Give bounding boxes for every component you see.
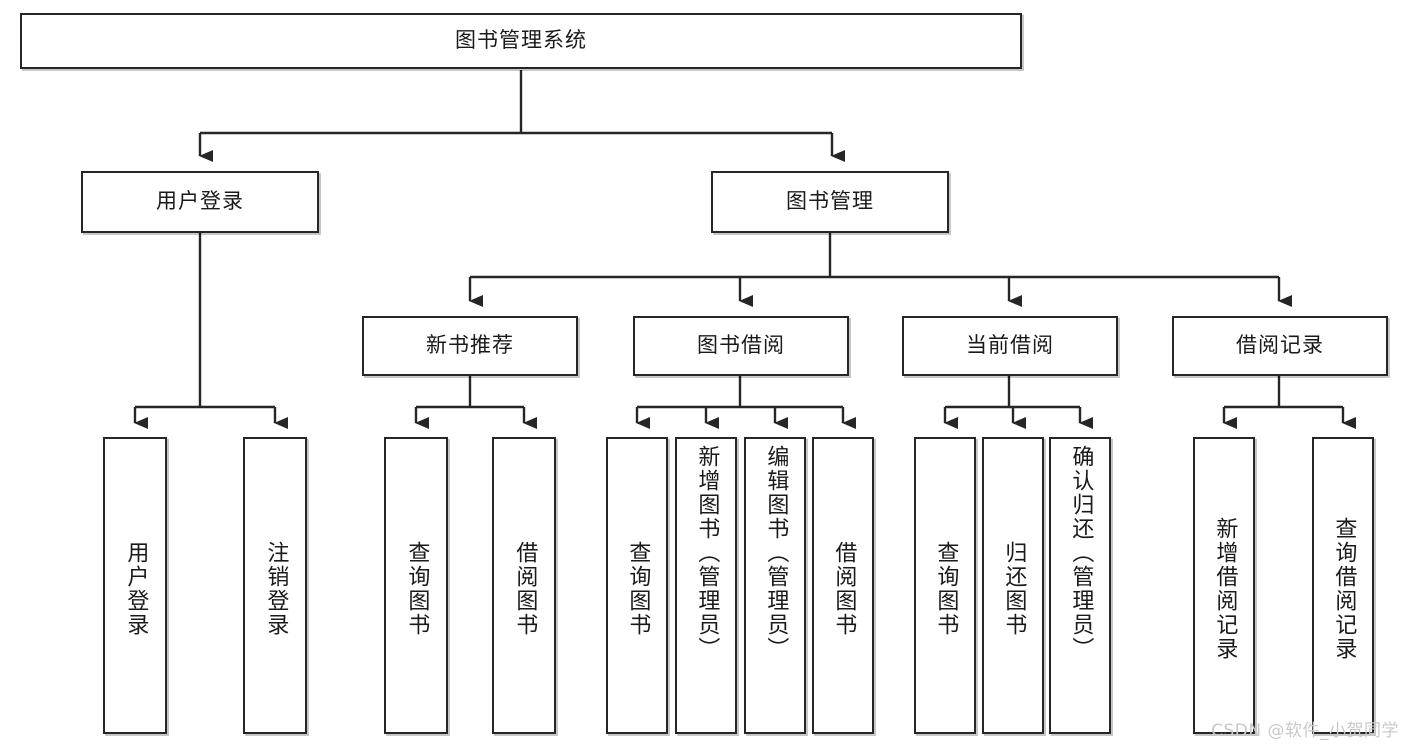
node-leaf-add-book[interactable]: 新增图书（管理员） (675, 437, 737, 734)
node-current-borrow[interactable]: 当前借阅 (902, 316, 1118, 376)
node-leaf-query-book-3-label: 查询图书 (933, 540, 959, 637)
node-leaf-query-record[interactable]: 查询借阅记录 (1312, 437, 1374, 734)
node-leaf-query-record-label: 查询借阅记录 (1331, 516, 1357, 661)
node-leaf-query-book-2[interactable]: 查询图书 (606, 437, 668, 734)
node-user-login[interactable]: 用户登录 (81, 171, 319, 233)
node-borrow-record-label: 借阅记录 (1236, 333, 1324, 358)
node-leaf-query-book-3[interactable]: 查询图书 (914, 437, 976, 734)
node-leaf-query-book-1[interactable]: 查询图书 (384, 437, 448, 734)
node-borrow-record[interactable]: 借阅记录 (1172, 316, 1388, 376)
node-book-borrow-label: 图书借阅 (697, 333, 785, 358)
watermark: CSDN @软件_小贺同学 (1211, 721, 1399, 741)
node-book-manage-label: 图书管理 (786, 189, 874, 214)
node-leaf-borrow-book-1-label: 借阅图书 (512, 540, 538, 637)
node-leaf-user-login[interactable]: 用户登录 (103, 437, 167, 734)
node-leaf-edit-book[interactable]: 编辑图书（管理员） (744, 437, 806, 734)
node-leaf-add-book-label: 新增图书（管理员） (694, 445, 720, 661)
node-book-borrow[interactable]: 图书借阅 (633, 316, 849, 376)
node-leaf-user-login-label: 用户登录 (123, 540, 149, 637)
node-root[interactable]: 图书管理系统 (20, 13, 1022, 69)
node-user-login-label: 用户登录 (156, 189, 244, 214)
node-leaf-logout[interactable]: 注销登录 (243, 437, 307, 734)
node-leaf-borrow-book-1[interactable]: 借阅图书 (492, 437, 556, 734)
node-current-borrow-label: 当前借阅 (966, 333, 1054, 358)
node-leaf-return-book-label: 归还图书 (1001, 540, 1027, 637)
node-leaf-borrow-book-2[interactable]: 借阅图书 (812, 437, 874, 734)
node-leaf-edit-book-label: 编辑图书（管理员） (763, 445, 789, 661)
node-leaf-query-book-2-label: 查询图书 (625, 540, 651, 637)
node-leaf-confirm-return[interactable]: 确认归还（管理员） (1049, 437, 1111, 734)
node-leaf-confirm-return-label: 确认归还（管理员） (1068, 445, 1094, 661)
node-leaf-logout-label: 注销登录 (263, 540, 289, 637)
node-new-book-rec[interactable]: 新书推荐 (362, 316, 578, 376)
node-leaf-return-book[interactable]: 归还图书 (982, 437, 1044, 734)
node-leaf-query-book-1-label: 查询图书 (404, 540, 430, 637)
node-book-manage[interactable]: 图书管理 (711, 171, 949, 233)
node-leaf-borrow-book-2-label: 借阅图书 (831, 540, 857, 637)
node-root-label: 图书管理系统 (455, 28, 587, 53)
node-leaf-add-record-label: 新增借阅记录 (1212, 516, 1238, 661)
node-new-book-rec-label: 新书推荐 (426, 333, 514, 358)
node-leaf-add-record[interactable]: 新增借阅记录 (1193, 437, 1255, 734)
